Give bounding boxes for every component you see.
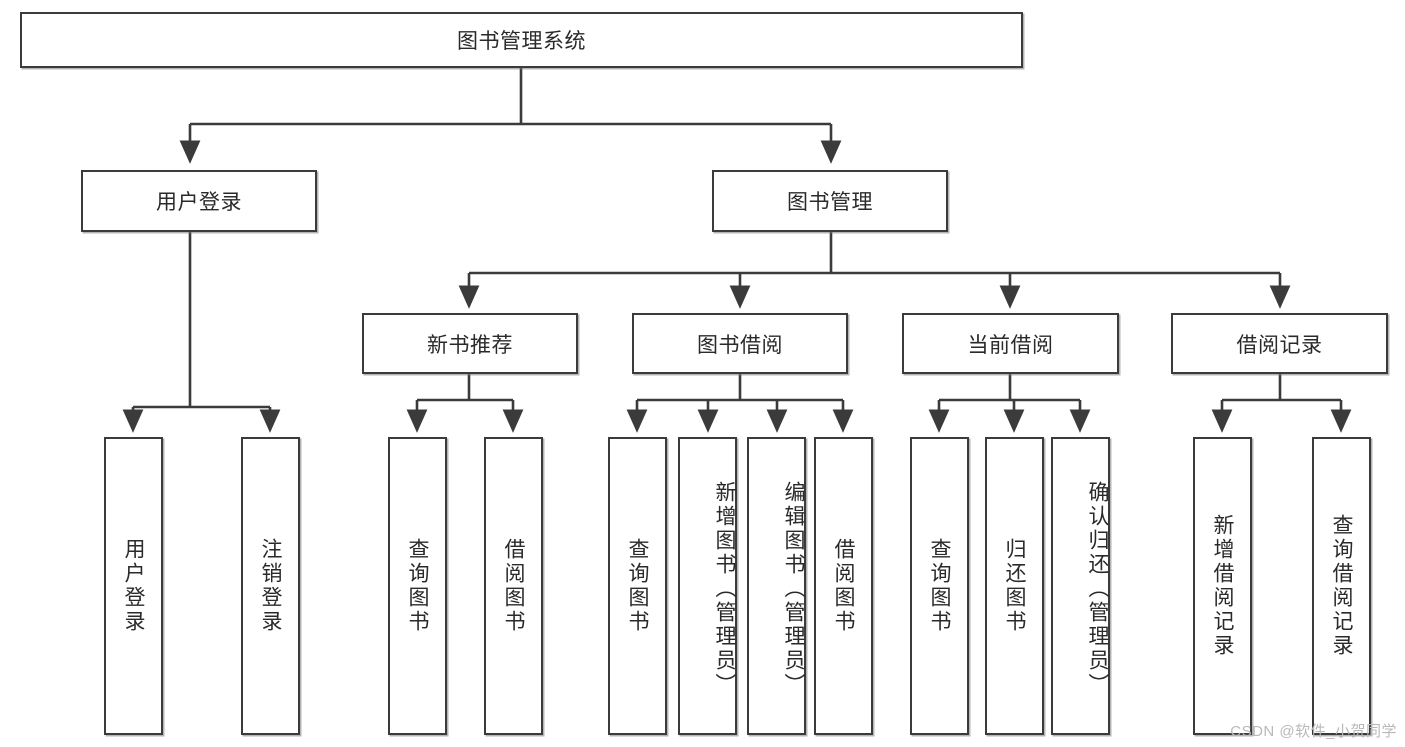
node-user-login[interactable]: 用户登录 [81, 170, 317, 232]
node-label: 图书管理 [787, 191, 873, 214]
node-label: 确认归还（管理员） [1086, 481, 1109, 697]
leaf-new-book-borrow[interactable]: 借阅图书 [484, 437, 543, 735]
leaf-book-borrow-query[interactable]: 查询图书 [608, 437, 667, 735]
node-label: 新增图书（管理员） [713, 481, 736, 697]
leaf-book-borrow-add[interactable]: 新增图书（管理员） [678, 437, 737, 735]
leaf-current-borrow-return[interactable]: 归还图书 [985, 437, 1044, 735]
leaf-user-login-signin[interactable]: 用户登录 [104, 437, 163, 735]
node-label: 编辑图书（管理员） [782, 481, 805, 697]
leaf-book-borrow-edit[interactable]: 编辑图书（管理员） [747, 437, 806, 735]
node-label: 用户登录 [156, 191, 242, 214]
leaf-current-borrow-confirm-return[interactable]: 确认归还（管理员） [1051, 437, 1110, 735]
node-book-borrow[interactable]: 图书借阅 [632, 313, 848, 374]
leaf-current-borrow-query[interactable]: 查询图书 [910, 437, 969, 735]
leaf-new-book-query[interactable]: 查询图书 [388, 437, 447, 735]
node-new-book-recommend[interactable]: 新书推荐 [362, 313, 578, 374]
leaf-book-borrow-borrow[interactable]: 借阅图书 [814, 437, 873, 735]
node-label: 查询图书 [406, 538, 429, 634]
node-label: 借阅图书 [832, 538, 855, 634]
leaf-borrow-record-query[interactable]: 查询借阅记录 [1312, 437, 1371, 735]
leaf-borrow-record-add[interactable]: 新增借阅记录 [1193, 437, 1252, 735]
node-label: 查询图书 [928, 538, 951, 634]
node-label: 注销登录 [259, 538, 282, 634]
node-book-management[interactable]: 图书管理 [712, 170, 948, 232]
node-label: 查询借阅记录 [1330, 514, 1353, 658]
node-label: 当前借阅 [967, 333, 1054, 357]
node-root-system[interactable]: 图书管理系统 [20, 12, 1023, 68]
node-label: 查询图书 [626, 538, 649, 634]
node-label: 新增借阅记录 [1211, 514, 1234, 658]
node-label: 借阅记录 [1236, 333, 1323, 357]
node-label: 新书推荐 [427, 333, 513, 357]
node-label: 图书借阅 [697, 333, 783, 357]
node-label: 借阅图书 [502, 538, 525, 634]
node-current-borrow[interactable]: 当前借阅 [902, 313, 1119, 374]
node-label: 图书管理系统 [457, 30, 586, 53]
node-borrow-record[interactable]: 借阅记录 [1171, 313, 1388, 374]
leaf-user-login-signout[interactable]: 注销登录 [241, 437, 300, 735]
node-label: 归还图书 [1003, 538, 1026, 634]
node-label: 用户登录 [122, 538, 145, 634]
